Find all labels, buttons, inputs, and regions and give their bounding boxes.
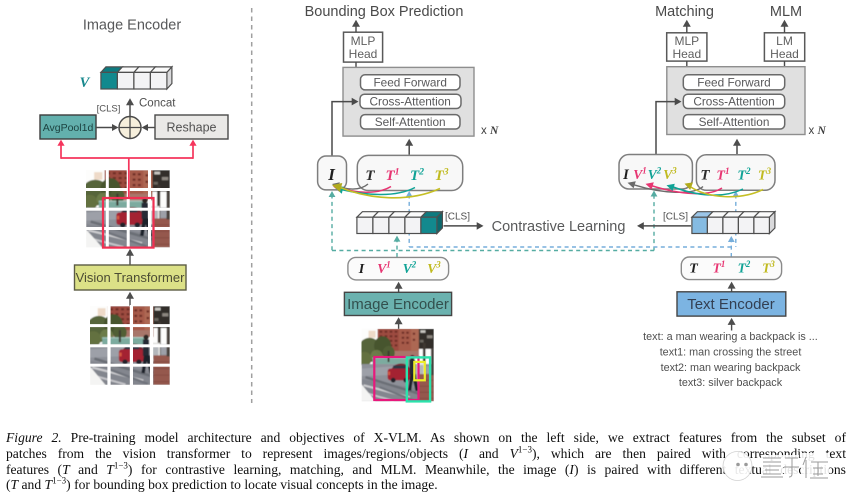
svg-text:Vision Transformer: Vision Transformer [76,270,186,285]
svg-text:I: I [358,262,365,277]
svg-text:MLP: MLP [674,34,699,48]
svg-text:T: T [700,168,710,184]
svg-text:Cross-Attention: Cross-Attention [693,95,774,109]
svg-text:T: T [365,168,375,184]
svg-text:MLP: MLP [351,34,376,48]
svg-text:text2: man wearing backpack: text2: man wearing backpack [661,362,801,374]
svg-text:Feed Forward: Feed Forward [697,75,770,89]
svg-text:[CLS]: [CLS] [97,104,121,115]
svg-text:Cross-Attention: Cross-Attention [370,95,451,109]
svg-text:[CLS]: [CLS] [445,212,470,223]
svg-text:V: V [80,75,91,91]
svg-text:I: I [622,167,630,183]
svg-text:text3: silver backpack: text3: silver backpack [679,377,783,389]
svg-text:Head: Head [770,47,799,61]
svg-text:Text Encoder: Text Encoder [687,296,775,313]
svg-text:Reshape: Reshape [166,121,216,135]
svg-text:Image Encoder: Image Encoder [83,18,182,34]
svg-text:Contrastive Learning: Contrastive Learning [492,219,626,235]
svg-text:Feed Forward: Feed Forward [373,75,446,89]
svg-text:Self-Attention: Self-Attention [375,115,446,129]
svg-text:MLM: MLM [770,4,802,20]
svg-text:x N: x N [809,125,827,137]
svg-text:Image Encoder: Image Encoder [347,296,449,313]
svg-text:Head: Head [349,47,378,61]
svg-text:LM: LM [776,34,793,48]
svg-text:[CLS]: [CLS] [663,212,688,223]
svg-text:Self-Attention: Self-Attention [699,115,770,129]
svg-text:T: T [689,262,699,277]
svg-text:text1: man crossing the street: text1: man crossing the street [660,347,802,359]
svg-text:Matching: Matching [655,4,714,20]
svg-text:Concat: Concat [139,98,176,110]
svg-text:I: I [327,165,336,184]
svg-text:AvgPool1d: AvgPool1d [43,122,94,134]
svg-text:x N: x N [481,125,499,137]
svg-text:Head: Head [672,47,701,61]
svg-text:Bounding Box Prediction: Bounding Box Prediction [305,4,464,20]
svg-text:text: a man wearing a backpack: text: a man wearing a backpack is ... [643,331,818,343]
